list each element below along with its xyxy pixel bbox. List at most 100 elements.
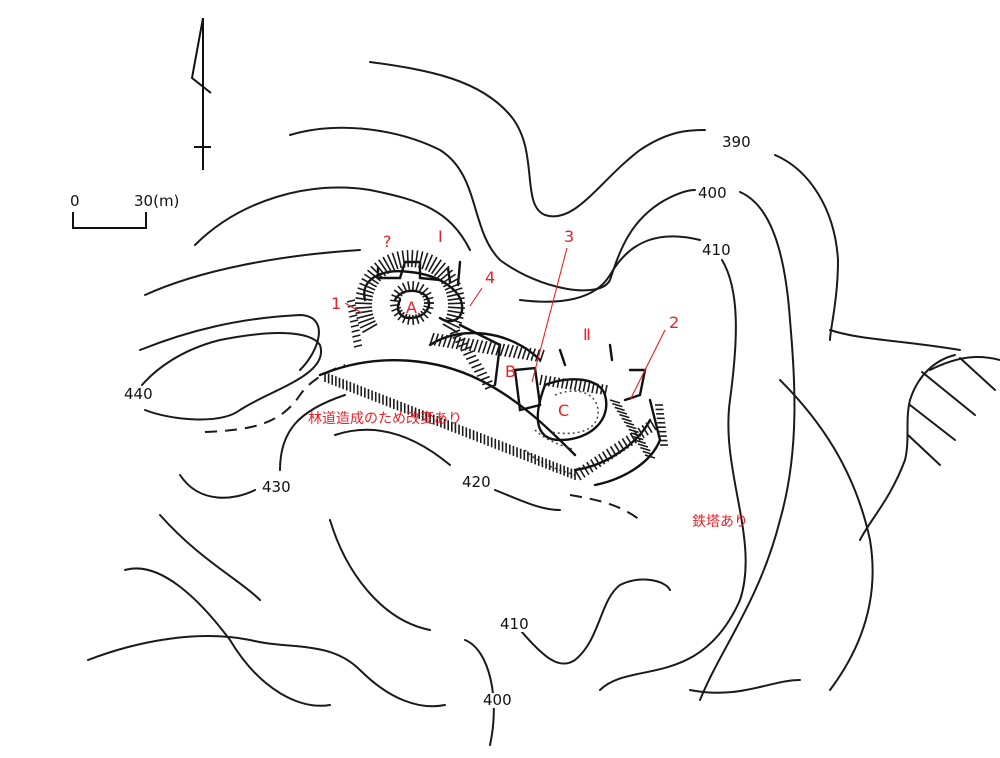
hachure [356,313,374,320]
hachure [637,443,649,448]
contour-south-outer [124,567,331,707]
hachure [417,251,424,269]
hachure [438,269,454,282]
hachure [427,256,438,273]
contour-400-lower [87,635,446,708]
hachure [397,311,405,321]
hachure [359,320,376,329]
hachure [424,254,434,271]
hachure [407,281,411,292]
contour-label-390: 390 [720,133,753,151]
scale-end-label: 30(m) [132,192,182,210]
hachure [644,454,656,459]
feature-4-label: 4 [485,268,496,287]
hachure [445,316,463,324]
hachure [445,287,463,295]
hachure [463,350,474,356]
hachure [351,329,360,333]
hachure [605,448,614,460]
hachure [599,384,604,395]
hachure [356,292,374,298]
hachure [361,277,378,288]
hachure [401,282,408,293]
hachure [590,459,598,470]
contour-390 [369,61,839,341]
hachure [420,287,429,296]
hachure [447,306,465,309]
hachure [468,338,475,352]
hachure [479,375,490,382]
hachure [635,439,646,445]
hachure [411,314,415,326]
hachure [393,309,403,317]
hachure [594,456,602,468]
leader-1 [344,302,363,314]
hachure [414,314,420,325]
hachure [586,461,594,473]
hachure [397,285,405,295]
hachure [382,256,393,273]
hachure [612,402,623,408]
hachure [390,303,401,307]
contour-410-upper [519,235,747,691]
hachure [495,342,501,356]
hachure [422,308,432,315]
hachure [609,445,618,457]
hachure [539,374,543,386]
hachure [552,376,556,388]
hachure [569,379,574,390]
scale-bar [72,212,147,229]
hachure [455,336,462,350]
hachure [637,427,645,439]
hachure [361,323,378,334]
hachure [641,424,649,436]
hachure [476,371,488,378]
hachure [407,314,411,325]
hachure [499,343,506,357]
hachure [504,344,510,357]
hachure [547,376,552,387]
hachure [417,312,425,323]
zone-II-label: Ⅱ [583,325,591,344]
hachure [447,297,465,301]
hachure [623,421,635,426]
contour-west-2 [139,314,320,371]
hachure [642,450,653,456]
hachure [449,329,461,335]
feature-2-label: 2 [669,313,680,332]
hachure [386,254,396,271]
hachure [446,292,464,298]
hachure [626,424,637,430]
hachure [438,334,444,347]
contour-label-430: 430 [260,478,293,496]
contour-label-420: 420 [460,473,493,491]
hachure [565,378,569,390]
hachure [530,348,536,361]
zone-I-label: Ⅰ [438,227,443,246]
hachure [649,419,657,431]
hachure [465,354,477,361]
hachure [396,251,403,269]
hachure [597,453,606,465]
hachure [543,375,548,386]
feature-1-label: 1 [331,294,342,313]
castle-earthworks [318,250,668,487]
hachure [350,324,360,328]
hachure [406,250,410,268]
hachure [359,282,376,291]
contour-420 [334,428,561,511]
contour-east-far [689,379,874,694]
hachure [482,340,488,354]
hachure [442,334,448,348]
leader-3 [531,247,568,383]
hachure [391,306,402,312]
hachure [595,383,600,394]
hachure [446,313,464,320]
hachure [444,282,461,291]
hachure [486,341,492,355]
contour-label-410: 410 [700,241,733,259]
hachure [423,296,434,301]
hachure [401,250,406,268]
hachure [645,422,653,434]
